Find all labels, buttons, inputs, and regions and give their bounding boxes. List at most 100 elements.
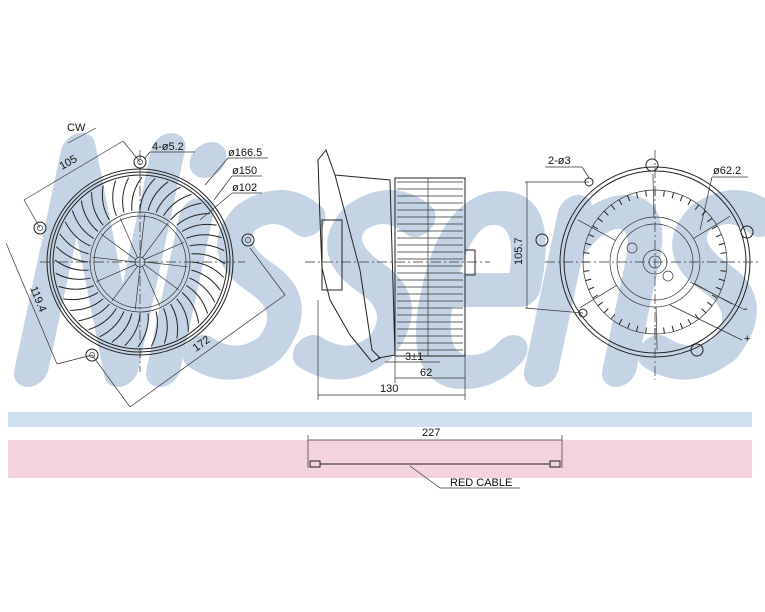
hub-spoke [144, 264, 180, 291]
rear-tick [626, 322, 631, 329]
hub-spoke [111, 266, 138, 302]
rear-tick [679, 195, 684, 202]
rear-tick [645, 190, 647, 197]
rear-tick [671, 325, 675, 332]
rear-tick [707, 301, 713, 307]
fan-blade [155, 186, 181, 213]
rotation-label: CW [67, 122, 86, 134]
rear-tick [592, 294, 599, 299]
hub-spoke [119, 218, 138, 258]
rear-tick [711, 294, 718, 299]
minus-terminal-label: - [744, 303, 748, 315]
fan-blade [78, 303, 110, 322]
rear-tick [583, 252, 590, 254]
rear-tick [715, 286, 722, 291]
fan-blade [189, 277, 216, 303]
blue-band [8, 412, 752, 427]
fan-blade [170, 202, 202, 221]
height-dim: 105.7 [513, 237, 525, 265]
rear-tick [603, 308, 609, 314]
fan-blade [88, 308, 117, 331]
fan-blade [181, 223, 217, 232]
rear-tick [635, 325, 639, 332]
fan-blade [191, 261, 224, 278]
fan-blade [64, 221, 91, 247]
fan-blade [71, 210, 94, 239]
fan-blade [150, 311, 158, 347]
holes-label: 4-ø5.2 [152, 141, 184, 153]
rear-tick [588, 233, 595, 238]
hub-spoke [142, 266, 161, 306]
rear-rib [655, 306, 658, 350]
hub-spoke [142, 222, 169, 258]
rear-tick [687, 199, 692, 206]
fan-blade [111, 313, 133, 343]
rear-tick [718, 278, 725, 282]
fan-blade [131, 176, 143, 211]
fan-blade [80, 200, 99, 232]
fan-blade [176, 213, 210, 226]
registered-mark [730, 195, 754, 219]
rear-tick [715, 233, 722, 238]
fan-blade [139, 178, 156, 211]
rear-tick [720, 270, 727, 272]
rear-tick [645, 327, 647, 334]
rear-tick [701, 308, 707, 314]
rear-tick [592, 225, 599, 230]
fan-blade [55, 272, 91, 280]
rear-tick [707, 217, 713, 223]
fan-blade [56, 246, 89, 263]
fan-blade [59, 233, 89, 255]
rear-tick [663, 190, 665, 197]
fan-blade [191, 269, 221, 291]
plus-terminal-label: + [744, 333, 750, 345]
gap-dim: 3±1 [405, 351, 423, 363]
rear-tick [610, 314, 616, 320]
mid-diameter-label: ø150 [232, 165, 257, 177]
pink-band [8, 440, 752, 478]
rear-rib [577, 219, 616, 241]
fan-blade [70, 298, 104, 311]
rear-tick [694, 204, 700, 210]
outer-diameter-label: ø166.5 [228, 147, 262, 159]
rear-rib [693, 215, 731, 239]
hub-spoke [139, 214, 146, 258]
hub-spoke [100, 233, 136, 260]
rear-tick [610, 204, 616, 210]
inner-diameter-label: ø102 [232, 182, 257, 194]
red-cable [307, 435, 563, 489]
side-view [305, 148, 490, 400]
fan-blade [54, 259, 89, 271]
fan-blade [58, 285, 94, 290]
total-width-dim: 130 [380, 383, 398, 395]
rear-tick [687, 318, 692, 325]
rear-tick [694, 314, 700, 320]
fan-width-dim: 62 [420, 367, 432, 379]
rear-holes-label: 2-ø3 [548, 155, 571, 167]
motor-diameter-label: ø62.2 [713, 165, 741, 177]
fan-blade [91, 192, 104, 226]
rear-tick [720, 252, 727, 254]
hub-spoke [96, 264, 136, 283]
fan-blade [186, 285, 209, 314]
rear-tick [618, 318, 623, 325]
fan-blade [176, 298, 189, 332]
rear-tick [671, 192, 675, 199]
rear-tick [618, 199, 623, 206]
rear-tick [585, 242, 592, 246]
fan-blade [189, 244, 225, 252]
fan-blade [101, 185, 110, 221]
fan-blade [122, 177, 130, 213]
fan-blade [112, 180, 117, 216]
rear-tick [635, 192, 639, 199]
rear-tick [663, 327, 665, 334]
fan-blade [170, 303, 179, 339]
rear-tick [583, 270, 590, 272]
cable-label: RED CABLE [450, 477, 512, 489]
rear-tick [588, 286, 595, 291]
rear-rib [652, 174, 655, 218]
fan-blade [124, 313, 141, 346]
fan-blade [163, 308, 168, 344]
fan-blade [186, 234, 222, 239]
